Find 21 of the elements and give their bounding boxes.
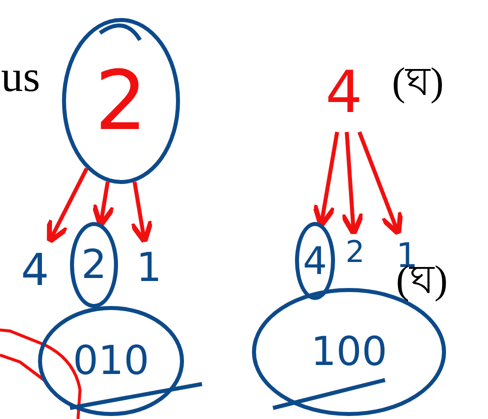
arrow <box>358 131 404 236</box>
arrow <box>340 132 365 236</box>
number: 4 <box>302 239 328 283</box>
number: 100 <box>310 329 388 375</box>
number: 4 <box>318 52 370 132</box>
item-marker: (ঘ) <box>392 62 444 102</box>
number: 2 <box>94 54 148 148</box>
circled-number <box>70 222 118 308</box>
arrow <box>91 182 116 228</box>
number: 1 <box>136 240 162 296</box>
number: 4 <box>18 240 52 300</box>
circled-number <box>62 18 180 184</box>
arrow <box>46 168 88 244</box>
circled-number <box>38 306 184 416</box>
arrow <box>128 181 154 244</box>
arrow <box>312 132 340 228</box>
text-fragment: us <box>1 55 40 99</box>
number: 010 <box>72 338 150 384</box>
number: 2 <box>340 232 370 272</box>
circled-number <box>295 222 335 300</box>
number: 2 <box>81 242 107 288</box>
